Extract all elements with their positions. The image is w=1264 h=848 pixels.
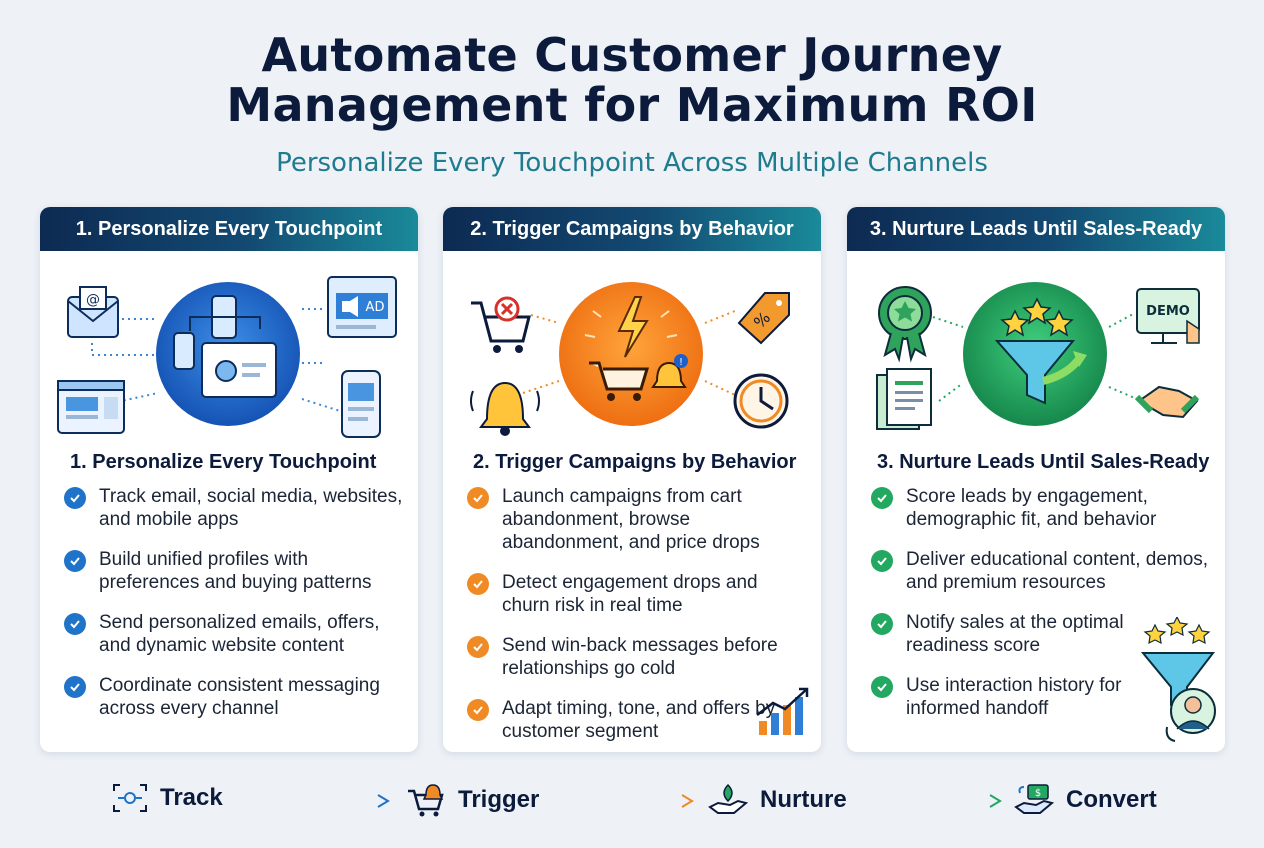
profile-hub-icon: [156, 282, 300, 426]
list-item: Notify sales at the optimal readiness sc…: [871, 611, 1211, 657]
list-item: Deliver educational content, demos, and …: [871, 548, 1211, 594]
demo-screen-icon: DEMO: [1136, 288, 1200, 344]
card-trigger: 2. Trigger Campaigns by Behavior !: [443, 207, 821, 752]
check-icon: [467, 636, 489, 658]
check-icon: [64, 550, 86, 572]
bell-icon: [470, 381, 540, 436]
cart-remove-icon: [471, 296, 531, 353]
list-item-text: Launch campaigns from cart abandonment, …: [502, 486, 760, 553]
card-heading: 2. Trigger Campaigns by Behavior: [473, 451, 797, 473]
flow-label: Trigger: [458, 786, 540, 813]
list-item: Score leads by engagement, demographic f…: [871, 485, 1211, 531]
list-item-text: Notify sales at the optimal readiness sc…: [906, 612, 1124, 656]
check-icon: [64, 487, 86, 509]
personalize-illustration: @ AD: [57, 276, 397, 438]
check-icon: [64, 613, 86, 635]
price-tag-icon: %: [737, 292, 790, 345]
card-personalize: 1. Personalize Every Touchpoint: [40, 207, 418, 752]
feature-list: Track email, social media, websites, and…: [64, 485, 404, 737]
trigger-illustration: ! %: [470, 282, 790, 436]
card-nurture: 3. Nurture Leads Until Sales-Ready: [847, 207, 1225, 752]
card-heading: 1. Personalize Every Touchpoint: [70, 451, 377, 473]
demo-label: DEMO: [1146, 304, 1190, 319]
nurture-illustration: DEMO: [876, 282, 1200, 430]
list-item: Send personalized emails, offers, and dy…: [64, 611, 404, 657]
convert-money-icon: $: [1014, 784, 1054, 814]
card-header: 3. Nurture Leads Until Sales-Ready: [847, 207, 1225, 251]
svg-text:@: @: [86, 292, 100, 308]
handshake-icon: [1134, 385, 1200, 419]
journey-flow: Track Trigger Nurture $: [0, 775, 1264, 827]
ad-banner-icon: AD: [327, 276, 397, 338]
lightning-cart-icon: !: [559, 282, 703, 426]
flow-label: Track: [160, 784, 223, 811]
list-item-text: Coordinate consistent messaging across e…: [99, 675, 380, 719]
page-title: Automate Customer Journey Management for…: [0, 30, 1264, 130]
check-icon: [467, 487, 489, 509]
check-icon: [64, 676, 86, 698]
smartphone-icon: [341, 370, 381, 438]
list-item: Adapt timing, tone, and offers by custom…: [467, 697, 807, 743]
flow-label: Nurture: [760, 786, 847, 813]
page-subtitle: Personalize Every Touchpoint Across Mult…: [276, 148, 988, 178]
check-icon: [467, 699, 489, 721]
flow-step-track: Track: [112, 783, 223, 813]
nurture-hand-icon: [708, 783, 748, 814]
list-item-text: Send personalized emails, offers, and dy…: [99, 612, 380, 656]
award-badge-icon: [878, 286, 932, 363]
list-item-text: Detect engagement drops and churn risk i…: [502, 572, 758, 616]
check-icon: [871, 676, 893, 698]
svg-text:!: !: [679, 357, 683, 368]
feature-list: Launch campaigns from cart abandonment, …: [467, 485, 807, 752]
list-item: Detect engagement drops and churn risk i…: [467, 571, 807, 617]
flow-step-nurture: Nurture: [708, 783, 847, 817]
flow-arrow: [862, 794, 1002, 808]
ad-label: AD: [366, 300, 385, 315]
list-item-text: Score leads by engagement, demographic f…: [906, 486, 1157, 530]
list-item-text: Build unified profiles with preferences …: [99, 549, 372, 593]
flow-label: Convert: [1066, 786, 1157, 813]
browser-icon: [57, 380, 125, 434]
flow-step-convert: $ Convert: [1014, 783, 1157, 817]
title-line-2: Management for Maximum ROI: [226, 78, 1038, 132]
list-item: Coordinate consistent messaging across e…: [64, 674, 404, 720]
flow-arrow: [554, 794, 694, 808]
document-icon: [876, 368, 932, 430]
card-header: 1. Personalize Every Touchpoint: [40, 207, 418, 251]
check-icon: [467, 573, 489, 595]
growth-chart-icon: [756, 687, 809, 735]
email-icon: @: [67, 286, 119, 338]
list-item: Track email, social media, websites, and…: [64, 485, 404, 531]
list-item-text: Send win-back messages before relationsh…: [502, 635, 778, 679]
card-heading: 3. Nurture Leads Until Sales-Ready: [877, 451, 1210, 473]
list-item-text: Deliver educational content, demos, and …: [906, 549, 1209, 593]
track-icon: [113, 784, 147, 812]
list-item-text: Use interaction history for informed han…: [906, 675, 1122, 719]
check-icon: [871, 487, 893, 509]
check-icon: [871, 550, 893, 572]
list-item-text: Adapt timing, tone, and offers by custom…: [502, 698, 776, 742]
svg-text:$: $: [1035, 788, 1041, 799]
clock-icon: [733, 373, 789, 429]
flow-step-trigger: Trigger: [406, 783, 539, 817]
feature-list: Score leads by engagement, demographic f…: [871, 485, 1211, 737]
cart-bell-icon: [408, 784, 444, 817]
list-item: Use interaction history for informed han…: [871, 674, 1211, 720]
sales-rep-icon: [1140, 617, 1216, 742]
list-item-text: Track email, social media, websites, and…: [99, 486, 403, 530]
card-header: 2. Trigger Campaigns by Behavior: [443, 207, 821, 251]
star-funnel-icon: [963, 282, 1107, 426]
check-icon: [871, 613, 893, 635]
list-item: Launch campaigns from cart abandonment, …: [467, 485, 807, 554]
list-item: Send win-back messages before relationsh…: [467, 634, 807, 680]
flow-arrow: [242, 794, 390, 808]
title-line-1: Automate Customer Journey: [261, 28, 1003, 82]
list-item: Build unified profiles with preferences …: [64, 548, 404, 594]
